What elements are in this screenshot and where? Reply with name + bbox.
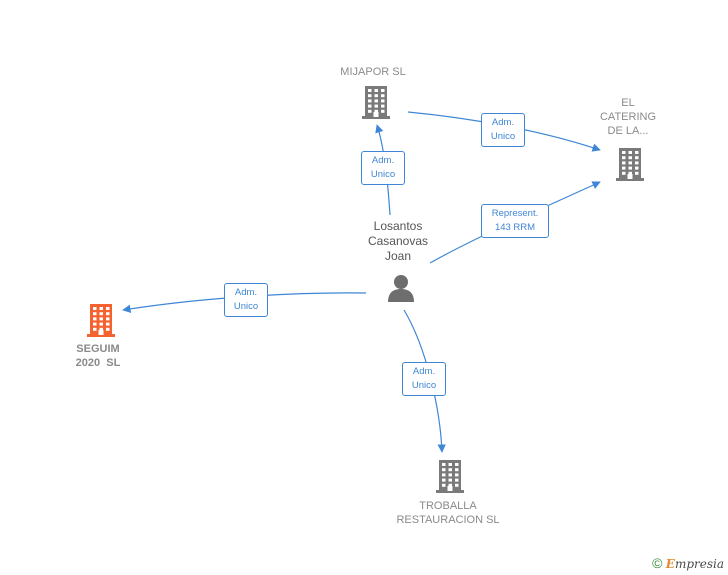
edge-label-person-catering: Represent. 143 RRM bbox=[481, 204, 549, 238]
footer-brand: © Empresia bbox=[652, 555, 724, 571]
edge-label-mijapor-catering: Adm. Unico bbox=[481, 113, 525, 147]
edge-label-line: Represent. bbox=[491, 208, 539, 219]
edge-label-line: Unico bbox=[233, 301, 259, 312]
edge-label-line: Unico bbox=[370, 169, 396, 180]
brand-rest: mpresia bbox=[674, 557, 724, 571]
edge-label-person-troballa: Adm. Unico bbox=[402, 362, 446, 396]
edge-label-line: Adm. bbox=[371, 155, 395, 166]
catering-label[interactable]: EL CATERING DE LA... bbox=[588, 96, 668, 138]
person-label-line-3[interactable]: Joan bbox=[384, 249, 412, 263]
seguim-label-line-1[interactable]: SEGUIM bbox=[76, 343, 120, 355]
troballa-label-line-1[interactable]: TROBALLA bbox=[419, 500, 477, 512]
person-icon[interactable] bbox=[386, 273, 416, 303]
edge-label-line: Unico bbox=[490, 131, 516, 142]
seguim-label[interactable]: SEGUIM 2020 SL bbox=[48, 342, 148, 370]
seguim-building-icon[interactable] bbox=[86, 303, 116, 337]
catering-building-icon[interactable] bbox=[615, 147, 645, 181]
troballa-building-icon[interactable] bbox=[435, 459, 465, 493]
catering-label-line-3[interactable]: DE LA... bbox=[607, 125, 649, 137]
catering-label-line-1[interactable]: EL bbox=[621, 97, 635, 109]
copyright-symbol: © bbox=[652, 555, 663, 571]
person-label[interactable]: Losantos Casanovas Joan bbox=[348, 219, 448, 264]
brand-logo: Empresia bbox=[666, 557, 724, 571]
troballa-label-line-2[interactable]: RESTAURACION SL bbox=[396, 514, 500, 526]
edge-label-line: 143 RRM bbox=[494, 222, 536, 233]
edge-label-line: Unico bbox=[411, 380, 437, 391]
mijapor-label-text[interactable]: MIJAPOR SL bbox=[340, 66, 406, 78]
edge-label-line: Adm. bbox=[234, 287, 258, 298]
person-label-line-1[interactable]: Losantos bbox=[373, 219, 423, 233]
edge-label-person-mijapor: Adm. Unico bbox=[361, 151, 405, 185]
catering-label-line-2[interactable]: CATERING bbox=[599, 111, 657, 123]
edge-label-person-seguim: Adm. Unico bbox=[224, 283, 268, 317]
mijapor-building-icon[interactable] bbox=[361, 85, 391, 119]
brand-initial: E bbox=[665, 557, 675, 571]
edge-label-line: Adm. bbox=[412, 366, 436, 377]
mijapor-label[interactable]: MIJAPOR SL bbox=[323, 65, 423, 79]
person-label-line-2[interactable]: Casanovas bbox=[367, 234, 429, 248]
seguim-label-line-2[interactable]: 2020 SL bbox=[75, 357, 121, 369]
troballa-label[interactable]: TROBALLA RESTAURACION SL bbox=[378, 499, 518, 527]
edge-label-line: Adm. bbox=[491, 117, 515, 128]
